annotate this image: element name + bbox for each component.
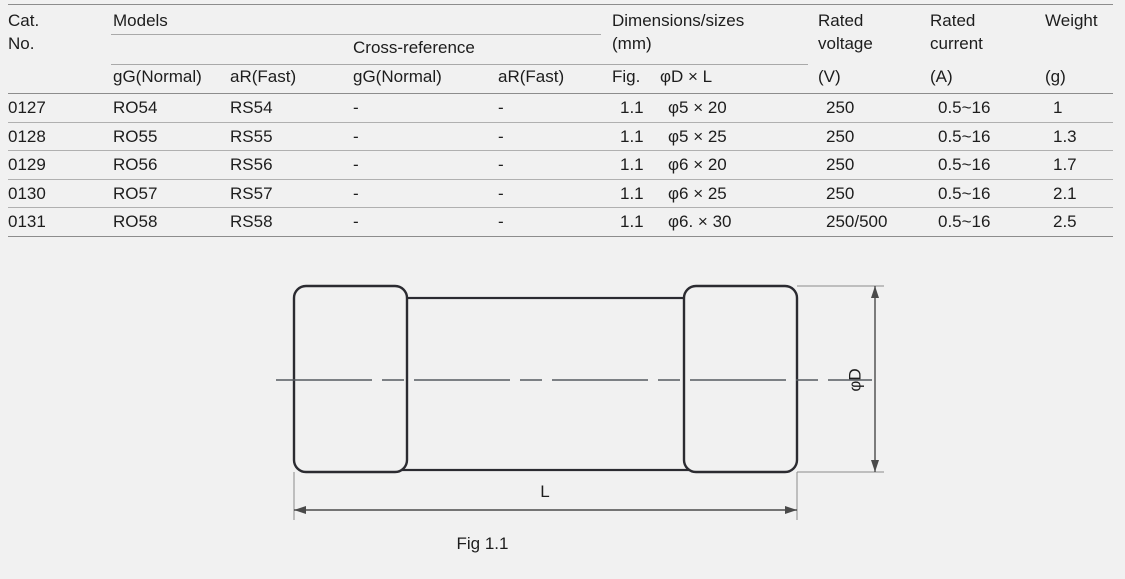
cell-weight: 2.1 bbox=[1053, 179, 1113, 209]
cell-weight: 1.3 bbox=[1053, 122, 1113, 152]
cell-rated-current: 0.5~16 bbox=[938, 207, 1053, 237]
cell-xref-gg: - bbox=[353, 93, 498, 123]
cell-rated-voltage: 250 bbox=[826, 93, 938, 123]
header-cross-reference: Cross-reference bbox=[353, 38, 475, 57]
cell-xref-ar: - bbox=[498, 207, 620, 237]
header-rated-voltage-line1: Rated bbox=[818, 11, 864, 30]
cell-rated-voltage: 250 bbox=[826, 122, 938, 152]
header-diameter-by-length: φD × L bbox=[660, 67, 713, 86]
models-subhead-rule bbox=[111, 64, 601, 65]
cell-fig: 1.1 bbox=[620, 93, 668, 123]
cell-xref-gg: - bbox=[353, 150, 498, 180]
cell-model-gg: RO55 bbox=[113, 122, 230, 152]
figure-caption: Fig 1.1 bbox=[456, 534, 509, 553]
cell-model-ar: RS55 bbox=[230, 122, 353, 152]
cell-model-ar: RS57 bbox=[230, 179, 353, 209]
header-dimensions-line2: (mm) bbox=[612, 34, 652, 53]
cell-rated-voltage: 250/500 bbox=[826, 207, 938, 237]
cell-xref-ar: - bbox=[498, 122, 620, 152]
header-cat-no-line2: No. bbox=[8, 34, 35, 53]
diameter-label: φD bbox=[845, 368, 864, 391]
header-band-cell: Cat. No. Models Cross-reference gG(Norma… bbox=[8, 4, 1113, 94]
cell-weight: 1.7 bbox=[1053, 150, 1113, 180]
table-header: Cat. No. Models Cross-reference gG(Norma… bbox=[8, 4, 1113, 94]
cell-cat-no: 0130 bbox=[8, 179, 113, 209]
fuse-end-cap-right bbox=[682, 284, 799, 474]
cell-model-gg: RO54 bbox=[113, 93, 230, 123]
fuse-body-tube bbox=[398, 296, 702, 472]
length-label: L bbox=[540, 482, 549, 501]
cell-weight: 1 bbox=[1053, 93, 1113, 123]
figure-caption-wrapper: Fig 1.1 bbox=[0, 534, 1125, 554]
cell-rated-voltage: 250 bbox=[826, 150, 938, 180]
header-rated-current-line1: Rated bbox=[930, 11, 976, 30]
fuse-spec-table: Cat. No. Models Cross-reference gG(Norma… bbox=[8, 4, 1113, 237]
fuse-end-cap-left bbox=[292, 284, 409, 474]
cell-rated-voltage: 250 bbox=[826, 179, 938, 209]
models-group-rule bbox=[111, 34, 601, 35]
header-dimensions-line1: Dimensions/sizes bbox=[612, 11, 745, 30]
cell-cat-no: 0128 bbox=[8, 122, 113, 152]
cell-xref-ar: - bbox=[498, 93, 620, 123]
cell-xref-gg: - bbox=[353, 207, 498, 237]
cell-model-ar: RS58 bbox=[230, 207, 353, 237]
diameter-arrowhead-top bbox=[871, 286, 879, 298]
header-band: Cat. No. Models Cross-reference gG(Norma… bbox=[8, 5, 1113, 93]
cell-fig: 1.1 bbox=[620, 207, 668, 237]
header-models-gg: gG(Normal) bbox=[113, 67, 202, 86]
length-arrowhead-right bbox=[785, 506, 797, 514]
cell-rated-current: 0.5~16 bbox=[938, 93, 1053, 123]
cell-rated-current: 0.5~16 bbox=[938, 122, 1053, 152]
cell-model-gg: RO56 bbox=[113, 150, 230, 180]
specification-table: Cat. No. Models Cross-reference gG(Norma… bbox=[8, 4, 1113, 237]
diameter-arrowhead-bottom bbox=[871, 460, 879, 472]
cell-xref-gg: - bbox=[353, 122, 498, 152]
cell-model-gg: RO58 bbox=[113, 207, 230, 237]
length-arrowhead-left bbox=[294, 506, 306, 514]
header-rated-current-line2: current bbox=[930, 34, 983, 53]
fuse-diagram: φD L Fig 1.1 bbox=[0, 262, 1125, 579]
cell-rated-current: 0.5~16 bbox=[938, 179, 1053, 209]
cell-size: φ6 × 20 bbox=[668, 150, 826, 180]
cell-weight: 2.5 bbox=[1053, 207, 1113, 237]
header-rated-voltage-line2: voltage bbox=[818, 34, 873, 53]
cell-model-gg: RO57 bbox=[113, 179, 230, 209]
header-weight-unit: (g) bbox=[1045, 67, 1066, 86]
header-xref-ar: aR(Fast) bbox=[498, 67, 565, 86]
fuse-drawing-svg: φD L bbox=[276, 284, 884, 520]
cell-size: φ6 × 25 bbox=[668, 179, 826, 209]
cell-cat-no: 0127 bbox=[8, 93, 113, 123]
cell-rated-current: 0.5~16 bbox=[938, 150, 1053, 180]
cell-cat-no: 0131 bbox=[8, 207, 113, 237]
dimensions-subhead-rule bbox=[598, 64, 808, 65]
cell-size: φ5 × 25 bbox=[668, 122, 826, 152]
cell-size: φ6. × 30 bbox=[668, 207, 826, 237]
header-rated-current-unit: (A) bbox=[930, 67, 953, 86]
cell-xref-ar: - bbox=[498, 179, 620, 209]
header-weight: Weight bbox=[1045, 11, 1098, 30]
cell-xref-gg: - bbox=[353, 179, 498, 209]
cell-model-ar: RS56 bbox=[230, 150, 353, 180]
cell-fig: 1.1 bbox=[620, 150, 668, 180]
cell-size: φ5 × 20 bbox=[668, 93, 826, 123]
cell-model-ar: RS54 bbox=[230, 93, 353, 123]
header-cat-no-line1: Cat. bbox=[8, 11, 40, 30]
header-fig: Fig. bbox=[612, 67, 641, 86]
header-xref-gg: gG(Normal) bbox=[353, 67, 442, 86]
header-models-ar: aR(Fast) bbox=[230, 67, 297, 86]
header-models: Models bbox=[113, 11, 168, 30]
cell-cat-no: 0129 bbox=[8, 150, 113, 180]
header-rated-voltage-unit: (V) bbox=[818, 67, 841, 86]
cell-fig: 1.1 bbox=[620, 179, 668, 209]
cell-fig: 1.1 bbox=[620, 122, 668, 152]
cell-xref-ar: - bbox=[498, 150, 620, 180]
